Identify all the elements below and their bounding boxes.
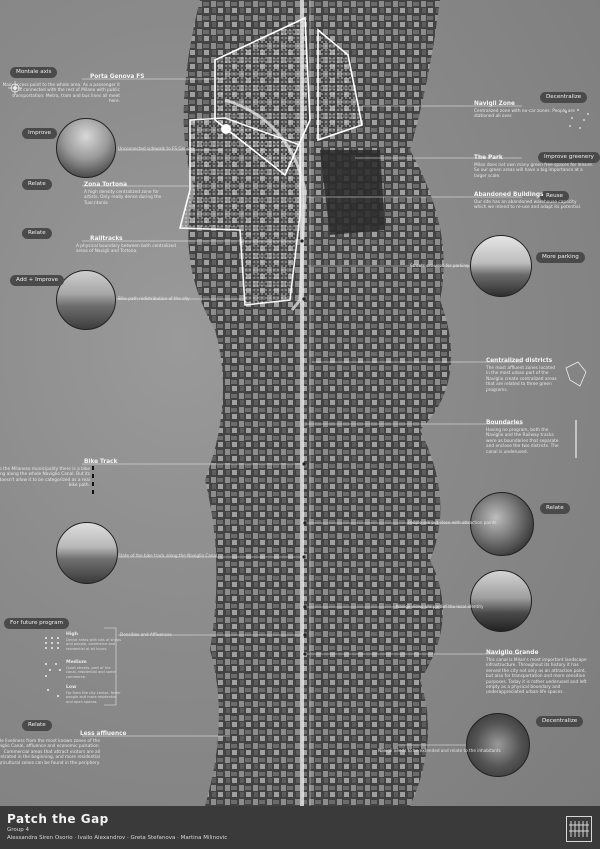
navigli-zone-outline-east — [317, 28, 363, 142]
density-low-label: Low — [66, 685, 77, 690]
bike-track-desc: According to the Milanese municipality t… — [0, 467, 90, 489]
navigli-zone-outline — [214, 16, 311, 177]
boundaries-title: Boundaries — [486, 420, 523, 426]
label-montale-axis: Montale axis — [10, 67, 58, 78]
photo-unconnected-sidewalk — [56, 118, 116, 178]
less-affluence-title: Less affluence — [80, 731, 127, 737]
label-relate-3: Relate — [22, 720, 52, 731]
bike-track-title: Bike Track — [84, 459, 118, 465]
photo-navigli-views — [470, 570, 532, 632]
label-more-parking: More parking — [536, 252, 585, 263]
photo-people-canal — [470, 492, 534, 556]
poster-title: Patch the Gap — [7, 812, 109, 826]
label-relate-4: Relate — [540, 503, 570, 514]
porta-genova-title: Porta Genova FS — [90, 74, 145, 80]
naviglio-grande-desc: This canal is Milan's most important lan… — [486, 658, 587, 696]
density-bracket — [104, 627, 117, 706]
density-high-dots — [45, 637, 59, 649]
railtracks-title: Railtracks — [90, 236, 123, 242]
density-medium-label: Medium — [66, 660, 87, 665]
photo-navigli-people — [466, 713, 530, 777]
label-decentralize-2: Decentralize — [536, 716, 584, 727]
caption-people-relate: People are put close with attraction poi… — [408, 520, 497, 525]
label-for-future-program: For future program — [4, 618, 70, 629]
the-park-title: The Park — [474, 155, 503, 161]
centralized-districts-icon — [565, 361, 587, 387]
railtracks-desc: A physical boundary between both central… — [76, 244, 177, 255]
zona-tortona-desc: A high density centralized zone for arti… — [84, 190, 162, 206]
density-medium-desc: Quiet streets, part of the canal, reside… — [66, 666, 116, 679]
density-high-label: High — [66, 632, 78, 637]
caption-unconnected: Unconnected sidewalk to FS Genova — [118, 146, 195, 151]
porta-genova-marker — [221, 124, 231, 134]
boundaries-desc: Having no program, both the Naviglio and… — [486, 428, 559, 455]
navigli-zone-desc: Centralized zone with no-car zones. Peop… — [474, 109, 575, 120]
label-improve: Improve — [22, 128, 58, 139]
group-logo-icon — [566, 816, 592, 842]
caption-parking: Streets are used for parking — [410, 263, 469, 268]
density-high-desc: Dense areas with lots of shops and peopl… — [66, 638, 122, 651]
porta-genova-desc: Main access point to the whole area. As … — [2, 83, 120, 105]
photo-parking — [470, 235, 532, 297]
label-add-improve: Add + Improve — [10, 275, 65, 286]
the-park-desc: Milan does not own many green free space… — [474, 163, 594, 179]
abandoned-buildings-desc: Our site has an abandoned warehouse capa… — [474, 200, 582, 211]
label-improve-greenery: Improve greenery — [538, 152, 600, 163]
abandoned-buildings-title: Abandoned Buildings — [474, 192, 544, 198]
photo-bike-track — [56, 522, 118, 584]
caption-bike-path: Bike path redistribution of the city — [118, 296, 190, 301]
zona-tortona-title: Zona Tortona — [84, 182, 128, 188]
label-reuse: Reuse — [540, 191, 569, 202]
park-area — [320, 150, 385, 235]
caption-navigli-people: Navigli needs to be extended and relate … — [378, 748, 501, 753]
less-affluence-desc: No notable liveliness from the most know… — [0, 739, 100, 766]
caption-navigli-views: Navigli views are part of the local iden… — [396, 604, 484, 609]
navigli-zone-title: Navigli Zone — [474, 101, 515, 107]
authors-line: Alessandra Siren Osorio · Ivailo Alexand… — [7, 835, 228, 841]
density-low-dots — [47, 689, 59, 697]
label-relate-1: Relate — [22, 179, 52, 190]
caption-bike-track: State of the bike track along the Navigl… — [118, 553, 218, 558]
naviglio-grande-title: Naviglio Grande — [486, 650, 539, 656]
density-low-desc: Far from the city center, fewer people a… — [66, 691, 121, 704]
label-decentralize-1: Decentralize — [540, 92, 588, 103]
density-section-caption: Densities and Affluences — [120, 632, 172, 637]
centralized-districts-desc: The most affluent zones located in the m… — [486, 366, 557, 393]
montale-axis-icon — [8, 81, 22, 95]
photo-bike-path — [56, 270, 116, 330]
centralized-districts-title: Centralized districts — [486, 358, 553, 364]
label-relate-2: Relate — [22, 228, 52, 239]
density-medium-dots — [45, 663, 61, 677]
bike-track-bars-icon — [92, 466, 94, 494]
group-label: Group 4 — [7, 827, 29, 833]
footer-bar — [0, 806, 600, 849]
decentralize-scatter-icon — [565, 109, 589, 129]
